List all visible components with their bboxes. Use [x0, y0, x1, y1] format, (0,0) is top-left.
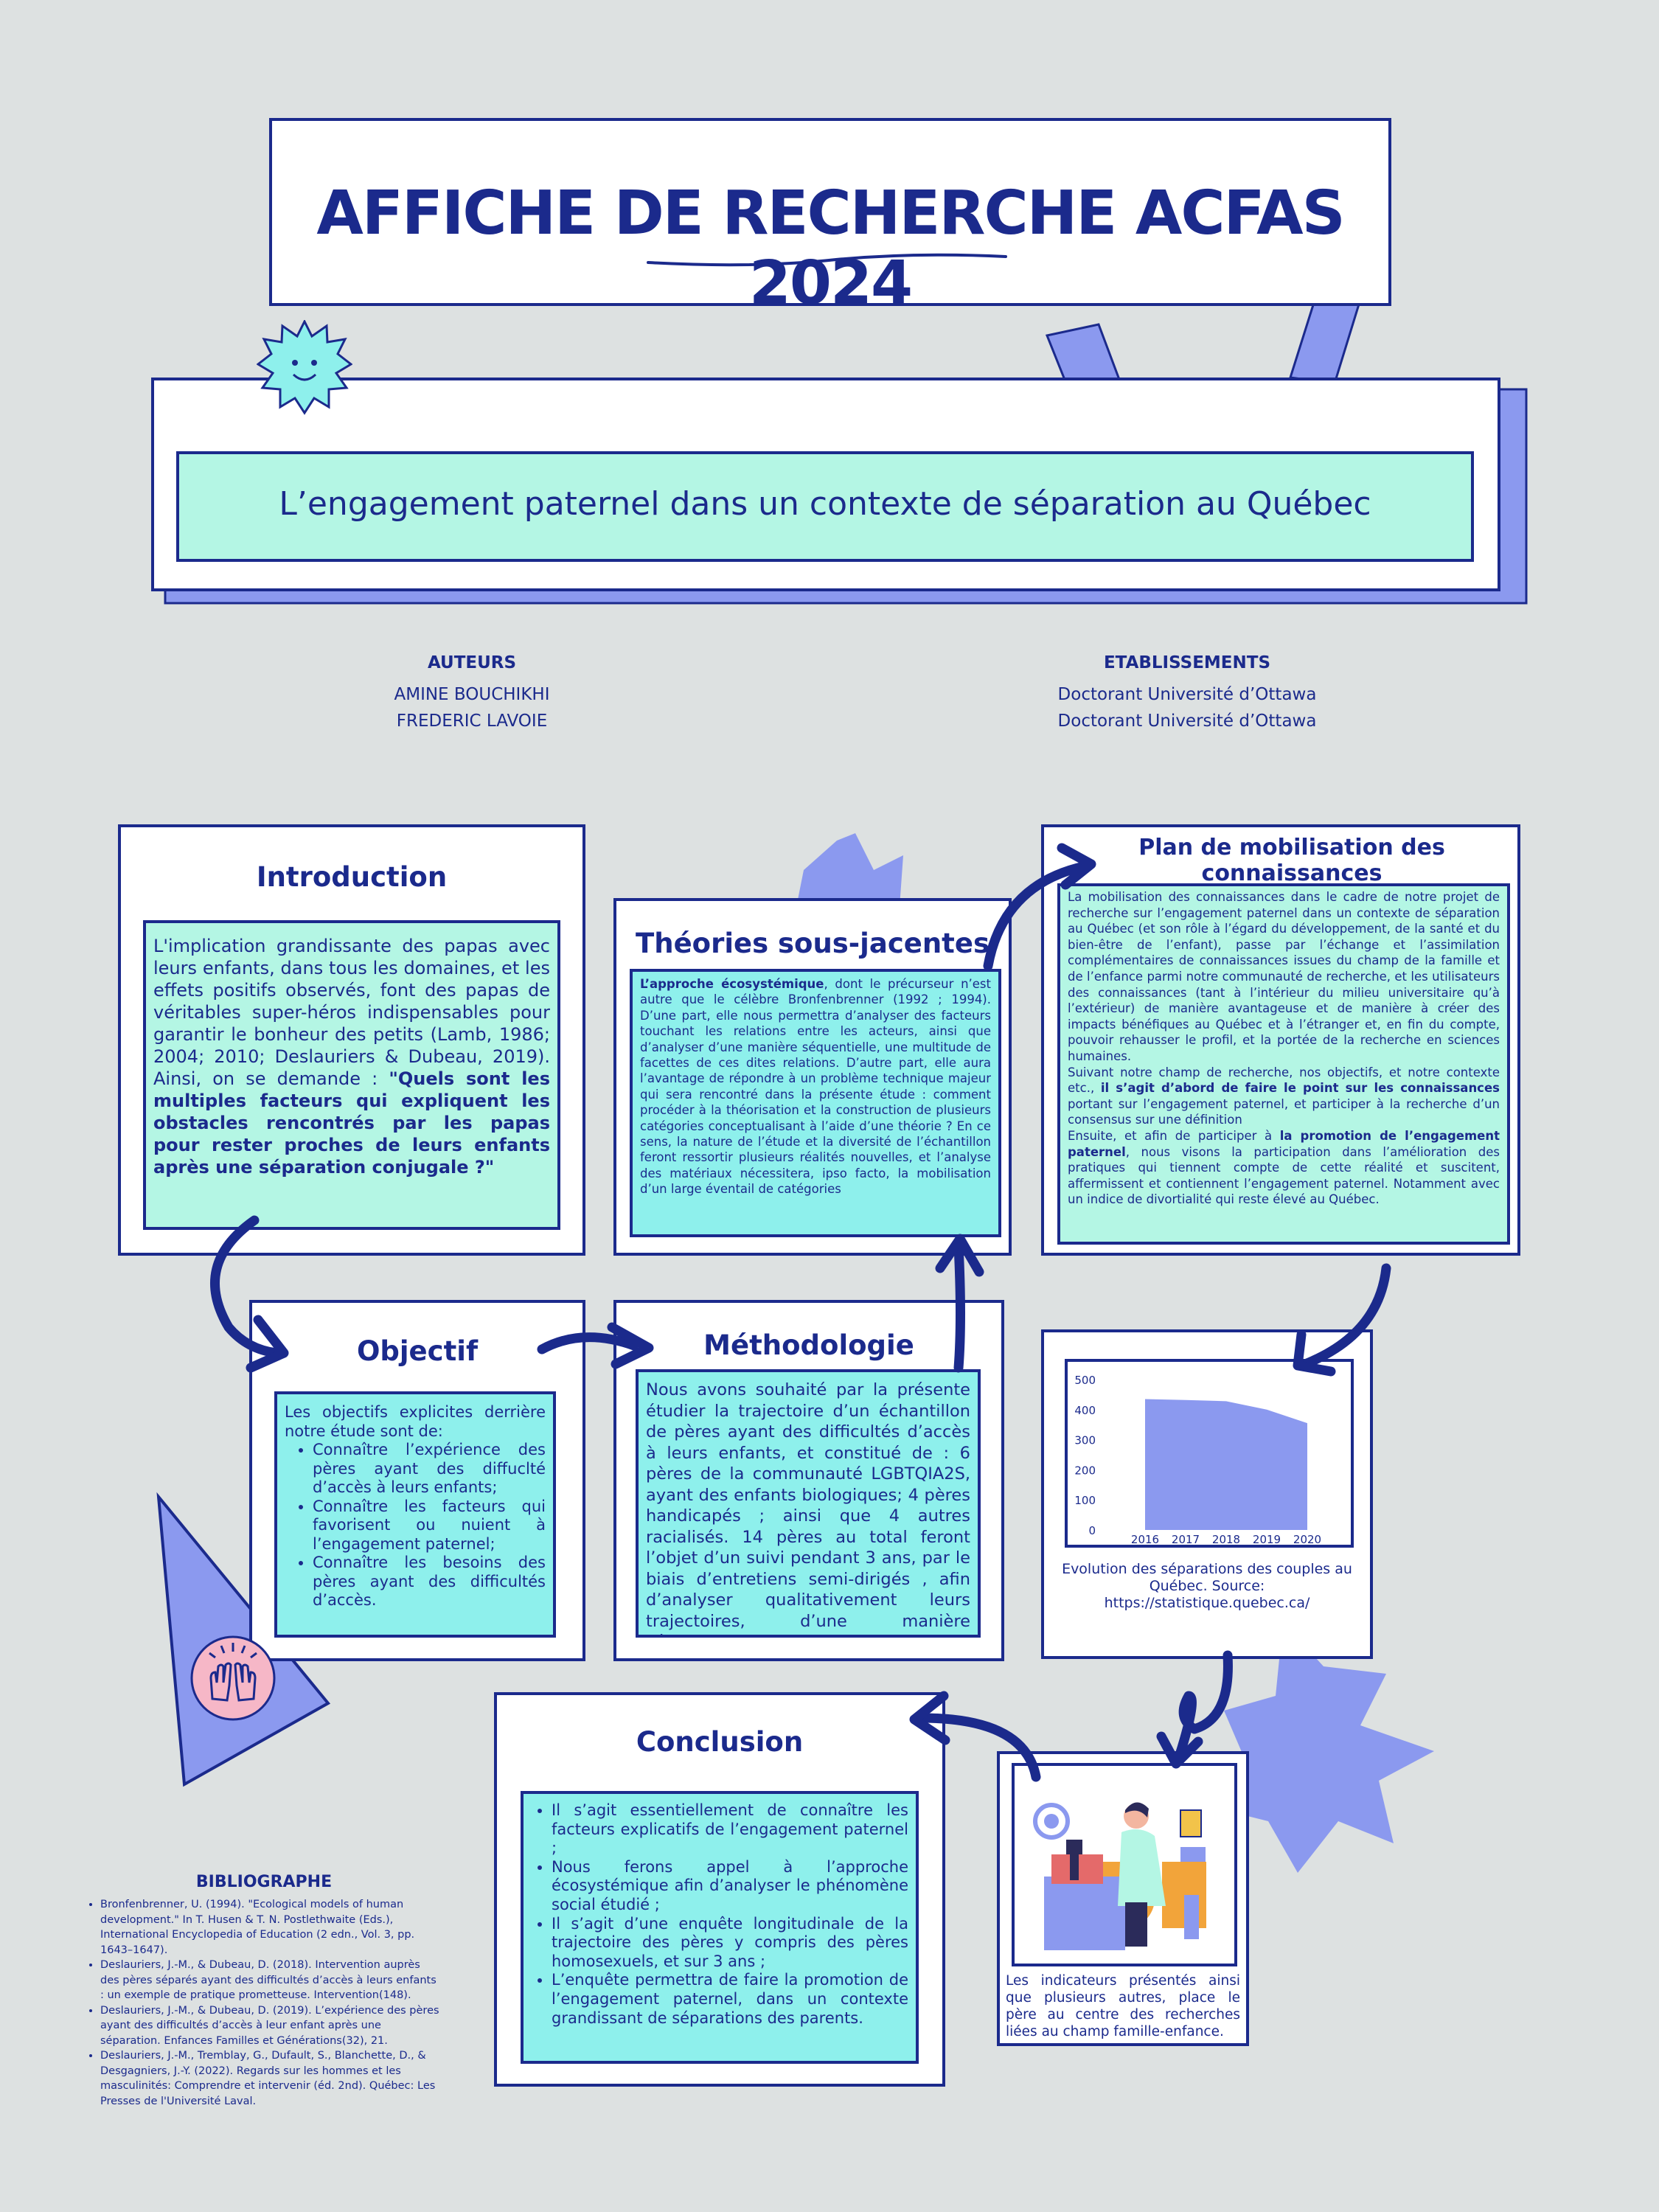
- authors-label: AUTEURS: [427, 653, 517, 672]
- x-tick-label: 2020: [1293, 1533, 1321, 1545]
- introduction-question: "Quels sont les multiples facteurs qui e…: [153, 1068, 550, 1178]
- illustration-frame: [1012, 1763, 1237, 1966]
- chart-card: 0 100 200 300 400 500 2016 2017 2018 2019 2020 Evo…: [1041, 1329, 1373, 1659]
- illustration-card: Les indicateurs présentés ainsi que plus…: [997, 1751, 1249, 2046]
- author-name: FREDERIC LAVOIE: [396, 712, 548, 731]
- plan-paragraph-2: Suivant notre champ de recherche, nos ob…: [1068, 1065, 1500, 1127]
- y-tick-label: 0: [1088, 1524, 1096, 1537]
- scientist-microscope-illustration: [1033, 1802, 1206, 1950]
- conclusion-body: Il s’agit essentiellement de connaître l…: [521, 1791, 919, 2064]
- list-item: Il s’agit d’une enquête longitudinale de…: [552, 1915, 908, 1972]
- list-item: Bronfenbrenner, U. (1994). "Ecological m…: [100, 1897, 441, 1958]
- plan-paragraph-3: Ensuite, et afin de participer à la prom…: [1068, 1128, 1500, 1207]
- objectif-body: Les objectifs explicites derrière notre …: [274, 1391, 556, 1638]
- conclusion-heading: Conclusion: [636, 1726, 804, 1758]
- plan-card: Plan de mobilisation des connaissances L…: [1041, 824, 1520, 1256]
- establishments-label: ETABLISSEMENTS: [1103, 653, 1271, 672]
- conclusion-list: Il s’agit essentiellement de connaître l…: [524, 1801, 908, 2028]
- conclusion-card: Conclusion Il s’agit essentiellement de …: [494, 1692, 945, 2087]
- plan-body: La mobilisation des connaissances dans l…: [1057, 883, 1510, 1245]
- list-item: Il s’agit essentiellement de connaître l…: [552, 1801, 908, 1858]
- title-underline: [647, 253, 1007, 267]
- objectif-card: Objectif Les objectifs explicites derriè…: [249, 1300, 585, 1661]
- smiling-sun-icon: [257, 320, 352, 415]
- star-shape-bottom: [1209, 1622, 1434, 1873]
- x-tick-label: 2016: [1131, 1533, 1159, 1545]
- introduction-text: L'implication grandissante des papas ave…: [153, 936, 550, 1089]
- objectif-list: Connaître l’expérience des pères ayant d…: [285, 1441, 546, 1610]
- list-item: Nous ferons appel à l’approche écosystém…: [552, 1858, 908, 1915]
- list-item: L’enquête permettra de faire la promotio…: [552, 1971, 908, 2028]
- illustration-caption: Les indicateurs présentés ainsi que plus…: [1006, 1973, 1240, 2039]
- chart-frame: 0 100 200 300 400 500 2016 2017 2018 2019 2020: [1065, 1359, 1354, 1548]
- subtitle-text: L’engagement paternel dans un contexte d…: [279, 485, 1371, 523]
- list-item: Connaître les facteurs qui favorisent ou…: [313, 1498, 546, 1554]
- x-tick-label: 2019: [1253, 1533, 1281, 1545]
- y-tick-label: 100: [1074, 1494, 1096, 1507]
- list-item: Deslauriers, J.-M., & Dubeau, D. (2018).…: [100, 1958, 441, 2003]
- methodologie-card: Méthodologie Nous avons souhaité par la …: [613, 1300, 1004, 1661]
- establishment-name: Doctorant Université d’Ottawa: [1057, 685, 1317, 704]
- chart-caption: Evolution des séparations des couples au…: [1062, 1561, 1352, 1611]
- raised-hands-icon: [190, 1635, 276, 1721]
- objectif-heading: Objectif: [356, 1335, 479, 1367]
- theories-text: , dont le précurseur n’est autre que le …: [640, 977, 991, 1197]
- methodologie-text: Nous avons souhaité par la présente étud…: [646, 1380, 970, 1635]
- methodologie-body: Nous avons souhaité par la présente étud…: [636, 1369, 981, 1638]
- author-name: AMINE BOUCHIKHI: [394, 685, 550, 704]
- bibliography: BIBLIOGRAPHE Bronfenbrenner, U. (1994). …: [87, 1873, 441, 2109]
- introduction-body: L'implication grandissante des papas ave…: [143, 920, 560, 1230]
- list-item: Connaître l’expérience des pères ayant d…: [313, 1441, 546, 1498]
- list-item: Deslauriers, J.-M., Tremblay, G., Dufaul…: [100, 2048, 441, 2109]
- theories-card: Théories sous-jacentes L’approche écosys…: [613, 898, 1012, 1256]
- area-series: [1145, 1399, 1307, 1530]
- introduction-card: Introduction L'implication grandissante …: [118, 824, 585, 1256]
- introduction-heading: Introduction: [256, 861, 448, 893]
- establishment-name: Doctorant Université d’Ottawa: [1057, 712, 1317, 731]
- theories-lead: L’approche écosystémique: [640, 977, 824, 991]
- theories-body: L’approche écosystémique, dont le précur…: [630, 969, 1001, 1237]
- plan-heading: Plan de mobilisation des connaissances: [1138, 835, 1445, 886]
- methodologie-heading: Méthodologie: [703, 1329, 914, 1361]
- authors-block: AUTEURS AMINE BOUCHIKHI FREDERIC LAVOIE: [347, 653, 597, 734]
- bibliography-list: Bronfenbrenner, U. (1994). "Ecological m…: [87, 1897, 441, 2109]
- list-item: Connaître les besoins des pères ayant de…: [313, 1554, 546, 1610]
- page-title: AFFICHE DE RECHERCHE ACFAS 2024: [316, 178, 1345, 319]
- objectif-intro: Les objectifs explicites derrière notre …: [285, 1403, 546, 1440]
- x-tick-label: 2018: [1212, 1533, 1240, 1545]
- star-shape-top: [796, 833, 903, 907]
- y-tick-label: 400: [1074, 1404, 1096, 1417]
- bibliography-heading: BIBLIOGRAPHE: [195, 1873, 333, 1891]
- subtitle-box: L’engagement paternel dans un contexte d…: [151, 378, 1500, 591]
- y-tick-label: 300: [1074, 1434, 1096, 1447]
- y-tick-label: 500: [1074, 1374, 1096, 1387]
- x-tick-label: 2017: [1172, 1533, 1200, 1545]
- list-item: Deslauriers, J.-M., & Dubeau, D. (2019).…: [100, 2003, 441, 2049]
- y-tick-label: 200: [1074, 1464, 1096, 1477]
- plan-paragraph-1: La mobilisation des connaissances dans l…: [1068, 890, 1500, 1063]
- subtitle-banner: L’engagement paternel dans un contexte d…: [176, 451, 1474, 562]
- separations-area-chart: 0 100 200 300 400 500 2016 2017 2018 2019 2020: [1074, 1374, 1321, 1545]
- establishments-block: ETABLISSEMENTS Doctorant Université d’Ot…: [1018, 653, 1357, 734]
- theories-heading: Théories sous-jacentes: [635, 928, 990, 959]
- title-box: AFFICHE DE RECHERCHE ACFAS 2024: [269, 118, 1391, 319]
